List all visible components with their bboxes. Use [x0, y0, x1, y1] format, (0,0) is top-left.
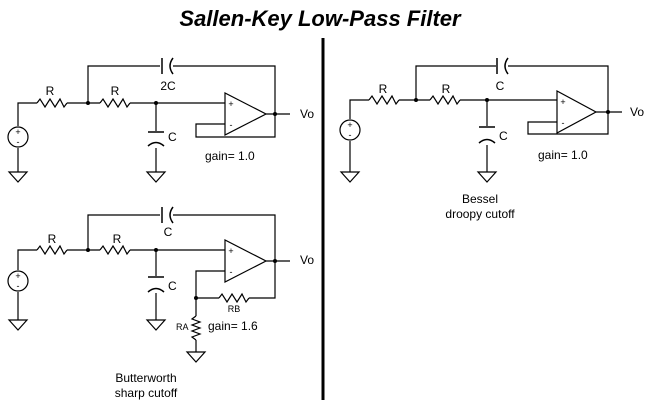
output-label: Vo — [300, 253, 314, 267]
resistor-ra — [190, 315, 202, 341]
junction-dot — [414, 98, 418, 102]
feedback-capacitor-label: C — [496, 79, 505, 93]
voltage-source: + - — [7, 126, 29, 148]
feedback-capacitor — [496, 57, 509, 75]
feedback-capacitor — [161, 57, 174, 75]
resistor-r2 — [429, 94, 461, 106]
feedback-capacitor-label: C — [164, 225, 173, 239]
junction-dot — [194, 296, 198, 300]
ground-symbol — [7, 319, 29, 331]
circuit-right: + - R R C C + - Vo gain= 1.0 Bessel d — [339, 57, 644, 221]
svg-text:+: + — [347, 120, 352, 130]
resistor-r1-label: R — [48, 232, 57, 246]
feedback-capacitor-label: 2C — [160, 79, 176, 93]
resistor-ra-label: RA — [176, 322, 189, 332]
op-amp: + - — [224, 239, 268, 283]
voltage-source: + - — [7, 270, 29, 292]
gain-label: gain= 1.6 — [208, 319, 258, 333]
ground-capacitor-label: C — [499, 129, 508, 143]
caption-line2: droopy cutoff — [445, 207, 515, 221]
svg-text:-: - — [230, 120, 233, 130]
circuit-bottom-left: + - R R C C + - RB RA — [7, 206, 314, 400]
ground-symbol — [185, 351, 207, 363]
circuit-wires — [17, 214, 290, 352]
circuit-top-left: + - R R 2C C + - Vo gain= 1.0 — [7, 57, 314, 183]
resistor-rb-label: RB — [228, 304, 241, 314]
resistor-r2-label: R — [113, 232, 122, 246]
svg-text:+: + — [560, 97, 565, 107]
output-label: Vo — [300, 107, 314, 121]
junction-dot — [86, 101, 90, 105]
svg-text:+: + — [15, 271, 20, 281]
resistor-r2 — [99, 97, 131, 109]
resistor-r1-label: R — [379, 82, 388, 96]
resistor-r2-label: R — [442, 82, 451, 96]
resistor-rb — [218, 292, 250, 304]
output-label: Vo — [630, 105, 644, 119]
ground-symbol — [7, 171, 29, 183]
junction-dot — [154, 248, 158, 252]
ground-symbol — [339, 171, 361, 183]
svg-text:-: - — [17, 137, 20, 147]
caption-line1: Butterworth — [115, 371, 176, 385]
junction-dot — [485, 98, 489, 102]
feedback-capacitor — [161, 206, 174, 224]
ground-capacitor — [478, 126, 496, 144]
resistor-r1-label: R — [46, 84, 55, 98]
circuit-wires — [17, 65, 290, 172]
page-title: Sallen-Key Low-Pass Filter — [179, 6, 462, 31]
svg-text:-: - — [17, 281, 20, 291]
ground-symbol — [145, 319, 167, 331]
resistor-r2 — [99, 244, 131, 256]
ground-capacitor-label: C — [168, 130, 177, 144]
ground-symbol — [476, 171, 498, 183]
resistor-r1 — [36, 244, 68, 256]
ground-capacitor — [147, 131, 165, 147]
svg-text:-: - — [230, 267, 233, 277]
resistor-r1 — [36, 97, 68, 109]
junction-dot — [86, 248, 90, 252]
gain-label: gain= 1.0 — [538, 148, 588, 162]
svg-text:+: + — [228, 246, 233, 256]
gain-label: gain= 1.0 — [205, 149, 255, 163]
voltage-source: + - — [339, 119, 361, 141]
caption-line1: Bessel — [462, 192, 498, 206]
ground-symbol — [145, 171, 167, 183]
svg-text:-: - — [349, 130, 352, 140]
caption-line2: sharp cutoff — [115, 386, 178, 400]
resistor-r2-label: R — [111, 84, 120, 98]
svg-text:-: - — [562, 118, 565, 128]
ground-capacitor-label: C — [168, 279, 177, 293]
svg-text:+: + — [15, 127, 20, 137]
junction-dot — [606, 110, 610, 114]
junction-dot — [154, 101, 158, 105]
resistor-r1 — [368, 94, 400, 106]
ground-capacitor — [147, 276, 165, 293]
svg-text:+: + — [228, 99, 233, 109]
junction-dot — [273, 112, 277, 116]
op-amp: + - — [224, 92, 268, 136]
junction-dot — [273, 259, 277, 263]
op-amp: + - — [556, 89, 598, 135]
